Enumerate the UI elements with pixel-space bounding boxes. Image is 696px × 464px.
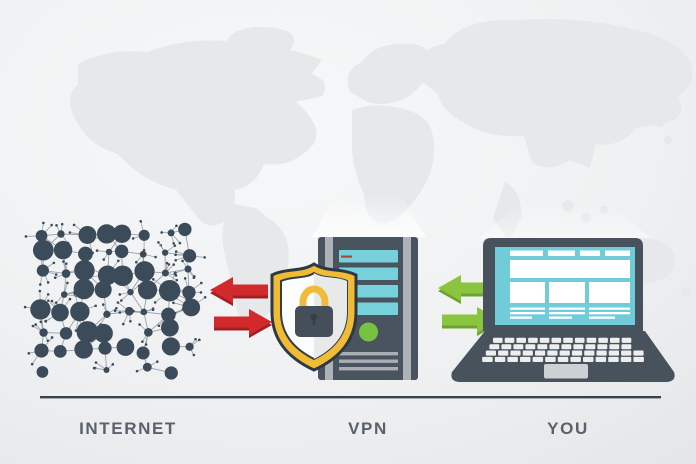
server-vents xyxy=(339,352,398,371)
red-left-arrow-icon xyxy=(210,277,268,306)
label-internet: INTERNET xyxy=(79,419,177,438)
laptop-keyboard xyxy=(482,337,644,362)
laptop-glow xyxy=(478,204,650,238)
network-cluster-icon xyxy=(23,220,207,380)
laptop-icon xyxy=(451,238,675,382)
server-glow xyxy=(312,194,426,237)
lock-icon xyxy=(295,285,333,337)
label-vpn: VPN xyxy=(348,419,388,438)
red-right-arrow-icon xyxy=(214,309,272,338)
browser-content xyxy=(510,250,630,319)
server-led-indicator xyxy=(359,322,378,342)
baseline-divider xyxy=(40,396,661,399)
shield-lock-icon xyxy=(270,262,358,372)
laptop-trackpad xyxy=(544,364,588,379)
laptop-base xyxy=(451,331,675,382)
label-you: YOU xyxy=(547,419,589,438)
arrows-internet-vpn xyxy=(210,277,272,338)
green-left-arrow-icon xyxy=(438,275,496,304)
